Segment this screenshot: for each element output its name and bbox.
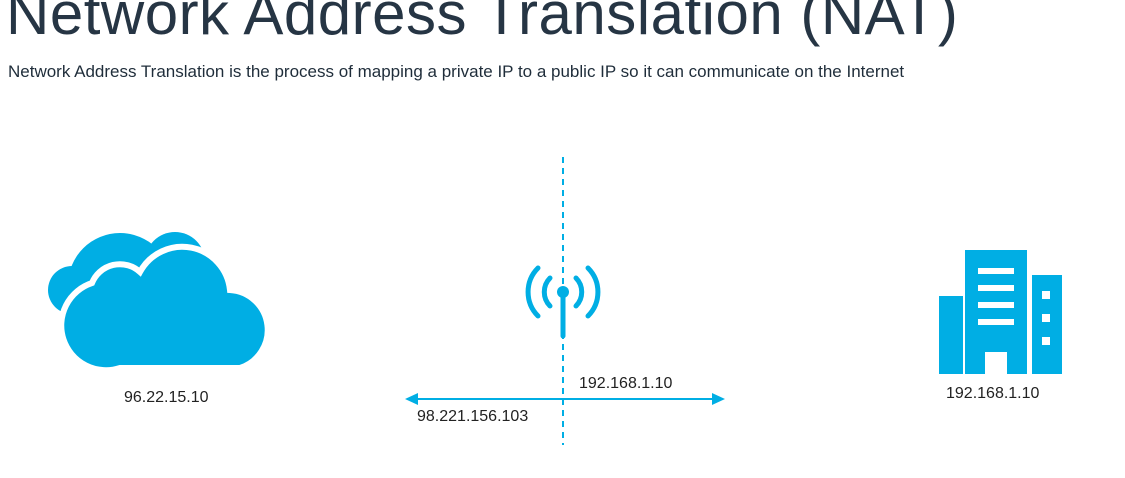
translation-arrow (405, 393, 725, 405)
building-icon (939, 250, 1062, 374)
page-title: Network Address Translation (NAT) (6, 0, 959, 47)
internet-ip-label: 96.22.15.10 (124, 389, 209, 406)
router-public-ip-label: 98.221.156.103 (417, 408, 529, 425)
antenna-icon (525, 265, 601, 339)
page-subtitle: Network Address Translation is the proce… (8, 62, 905, 81)
cloud-icon (48, 232, 271, 374)
office-ip-label: 192.168.1.10 (946, 385, 1040, 402)
router-private-ip-label: 192.168.1.10 (579, 375, 673, 392)
